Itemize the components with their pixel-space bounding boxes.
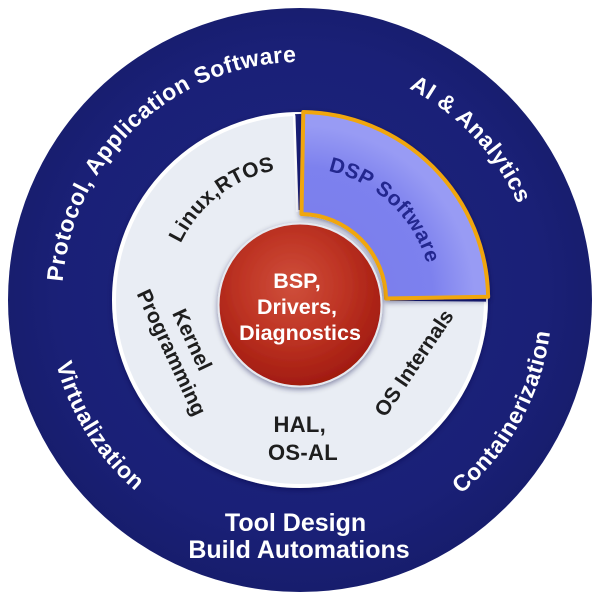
- notch-cut-edge: [292, 114, 299, 213]
- center-circle: [217, 222, 383, 388]
- label-bsp-drivers-diagnostics: BSP, Drivers, Diagnostics: [239, 269, 361, 345]
- label-hal-os-al: HAL, OS-AL: [268, 412, 338, 465]
- dsp-software-wedge: [299, 110, 491, 301]
- label-tool-design-build-automations: Tool Design Build Automations: [188, 509, 409, 564]
